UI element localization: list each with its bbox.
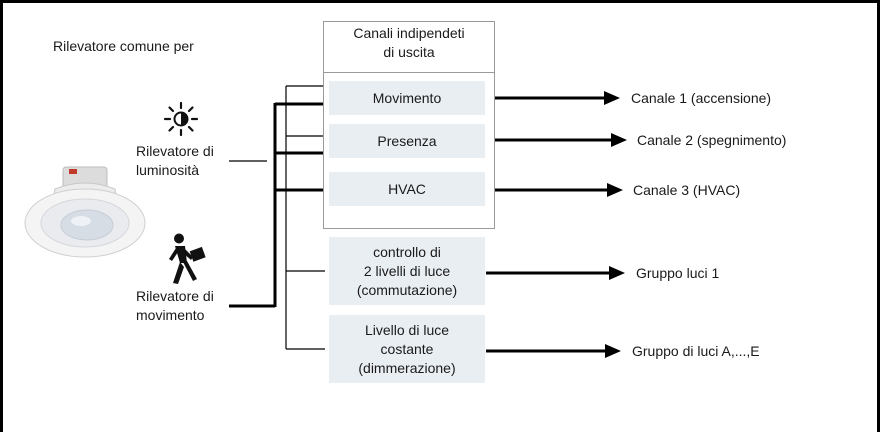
arrow-canale-2-head [611,133,627,147]
control-box-constant-light: Livello di luce costante (dimmerazione) [329,315,485,383]
channels-group-divider [324,72,494,73]
common-detector-label: Rilevatore comune per [53,38,194,54]
channel-box-movimento: Movimento [329,81,485,115]
connection-lines [229,85,627,358]
channels-group-title: Canali indipendeti di uscita [353,25,465,60]
light-detector-label: Rilevatore di luminosità [136,143,214,178]
channel-box-presenza: Presenza [329,124,485,158]
output-canale-1: Canale 1 (accensione) [631,90,772,106]
walking-person-icon [169,233,206,284]
sun-icon [163,101,199,137]
output-gruppo-luci-1: Gruppo luci 1 [636,265,720,281]
control-box-two-level: controllo di 2 livelli di luce (commutaz… [329,237,485,305]
channel-box-hvac: HVAC [329,172,485,206]
motion-detector-label: Rilevatore di movimento [136,288,214,323]
ceiling-sensor-image [24,166,146,258]
output-gruppo-luci-a-e: Gruppo di luci A,...,E [632,343,760,359]
arrow-gruppo-1-head [609,266,625,280]
output-canale-3: Canale 3 (HVAC) [633,182,741,198]
arrow-canale-3-head [607,183,623,197]
arrow-canale-1-head [604,91,620,105]
arrow-gruppo-a-e-head [605,344,621,358]
output-canale-2: Canale 2 (spegnimento) [637,132,787,148]
